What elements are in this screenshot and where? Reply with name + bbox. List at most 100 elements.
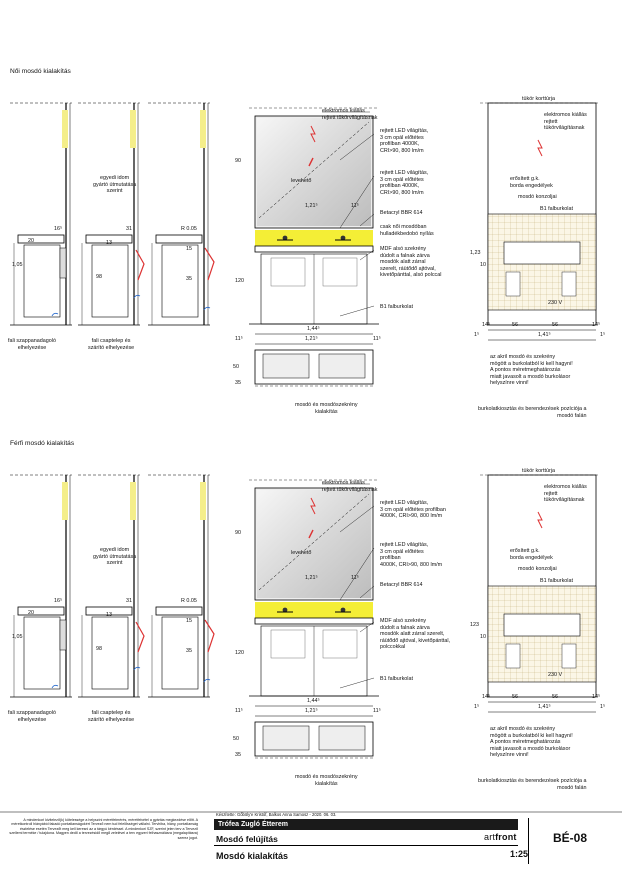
view-tap-counter: [85, 606, 133, 616]
counter-top: [254, 245, 374, 253]
dim-11a-label: 11⁵: [235, 708, 243, 714]
dim-141-label: 1,41⁵: [538, 704, 551, 710]
dim-1b-label: 1⁵: [600, 704, 606, 710]
author-line: Készítette: Gőböly'e Kristóf, Balkos Ann…: [216, 812, 337, 817]
view-soap-cabinet: [23, 244, 61, 318]
dim-123-label: 1,23: [470, 250, 481, 256]
tap-icon: [135, 621, 145, 653]
note-electric: elektromos kiállás rejtett tükörvilágítá…: [322, 108, 378, 121]
view-dryer-light-glow: [200, 482, 206, 520]
liability-note: A mindenkori kivitelező(k) kötelessége a…: [9, 818, 198, 840]
note-wall-tile-right: B1 falburkolat: [540, 578, 573, 584]
electric-arrow-icon: [308, 157, 314, 167]
blue-arrow-icon: [203, 306, 211, 311]
door-left: [270, 257, 306, 287]
removable-label: levehető: [291, 178, 312, 184]
plan-50-label: 50: [233, 364, 239, 370]
brand-logo-b: front: [495, 832, 517, 842]
leader-line: [339, 505, 375, 533]
tap-icon: [135, 249, 145, 281]
dim-20-label: 20: [28, 238, 34, 244]
dim-35-label: 35: [186, 276, 192, 282]
plan-35-label: 35: [235, 380, 241, 386]
leader-line: [339, 547, 375, 601]
view-dryer-counter: [155, 234, 203, 244]
note-brackets: mosdó konzoljai: [518, 566, 557, 572]
faucet-icon: [340, 607, 346, 613]
dim-15-label: 15: [186, 618, 192, 624]
voltage-label: 230 V: [548, 672, 563, 678]
mirror-90-label: 90: [235, 530, 241, 536]
leader-line: [339, 305, 375, 317]
note-electric-right: elektromos kiállás rejtett tükörvilágítá…: [544, 112, 587, 132]
plan-caption: mosdó és mosdószekrény kialakítás: [295, 774, 358, 787]
blue-arrow-icon: [133, 666, 141, 671]
note-led-mirror: rejtett LED világítás, 3 cm opál előtéte…: [380, 500, 446, 520]
blue-arrow-icon: [51, 684, 59, 689]
dim-13-label: 13: [106, 240, 112, 246]
plan-50-label: 50: [233, 736, 239, 742]
view-tap-counter: [85, 234, 133, 244]
dim-1a-label: 1⁵: [474, 704, 480, 710]
note-cutout: az akril mosdó és szekrény mögött a burk…: [490, 726, 573, 759]
outlet-right: [561, 643, 577, 669]
dim-10-label: 10: [480, 262, 486, 268]
dim-98-label: 98: [96, 646, 102, 652]
view-tap-light-glow: [130, 110, 136, 148]
dim-123-label: 123: [470, 622, 479, 628]
leader-line: [359, 213, 375, 227]
radius-label: R 0.05: [181, 598, 197, 604]
leader-line: [339, 175, 375, 229]
view-soap-light-glow: [62, 482, 68, 520]
dim-35-label: 35: [186, 648, 192, 654]
dim-11b-label: 11⁵: [373, 708, 381, 714]
dim-105-label: 1,05: [12, 262, 23, 268]
leader-line: [339, 133, 375, 161]
view-soap-counter: [17, 606, 65, 616]
plan-35-label: 35: [235, 752, 241, 758]
view-soap-cabinet: [23, 616, 61, 690]
view-dryer-cabinet: [161, 244, 199, 318]
sheet-code: BÉ-08: [528, 818, 611, 864]
dim-10-label: 10: [480, 634, 486, 640]
door-left: [270, 629, 306, 659]
female-section-title: Női mosdó kialakítás: [10, 68, 71, 75]
dim-11b-label: 11⁵: [373, 336, 381, 342]
leader-line: [359, 621, 375, 633]
view-soap-light-glow: [62, 110, 68, 148]
mirror-90-label: 90: [235, 158, 241, 164]
blue-arrow-icon: [51, 312, 59, 317]
leader-line: [359, 249, 375, 261]
dim-56a-label: 56: [512, 322, 518, 328]
soap-dispenser-icon: [59, 247, 67, 279]
mirror-right-label: 11⁵: [351, 575, 359, 581]
mirror-diagonal: [258, 493, 370, 591]
outlet-right: [561, 271, 577, 297]
basin-right: [318, 353, 366, 379]
voltage-label: 230 V: [548, 300, 563, 306]
dim-1a-label: 1⁵: [474, 332, 480, 338]
view-dryer-cabinet: [161, 616, 199, 690]
basin-left: [262, 353, 310, 379]
dim-11a-label: 11⁵: [235, 336, 243, 342]
cabinet-120-label: 120: [235, 650, 244, 656]
outlet-left: [505, 643, 521, 669]
note-electric-right: elektromos kiállás rejtett tükörvilágítá…: [544, 484, 587, 504]
leader-line: [339, 677, 375, 689]
view-dryer-light-glow: [200, 110, 206, 148]
caption-tile-layout: burkolatkiosztás és berendezések pozíció…: [478, 778, 587, 791]
note-mirror-outline: tükör korttúrja: [522, 468, 555, 474]
brand-logo-a: art: [484, 832, 496, 842]
title-block: A mindenkori kivitelező(k) kötelessége a…: [0, 812, 622, 879]
basin-cutout: [503, 613, 581, 637]
basin-left: [262, 725, 310, 751]
dim-141-label: 1,41⁵: [538, 332, 551, 338]
note-betacryl: Betacryl BBR 614: [380, 210, 423, 216]
caption-tile-layout: burkolatkiosztás és berendezések pozíció…: [478, 406, 587, 419]
electric-arrow-icon: [308, 529, 314, 539]
custom-part-note: egyedi idom gyártó útmutatása szerint: [93, 175, 137, 195]
mirror-width-label: 1,21⁵: [305, 203, 318, 209]
sheet-title: Mosdó kialakítás: [216, 851, 289, 861]
view-dryer-counter: [155, 606, 203, 616]
